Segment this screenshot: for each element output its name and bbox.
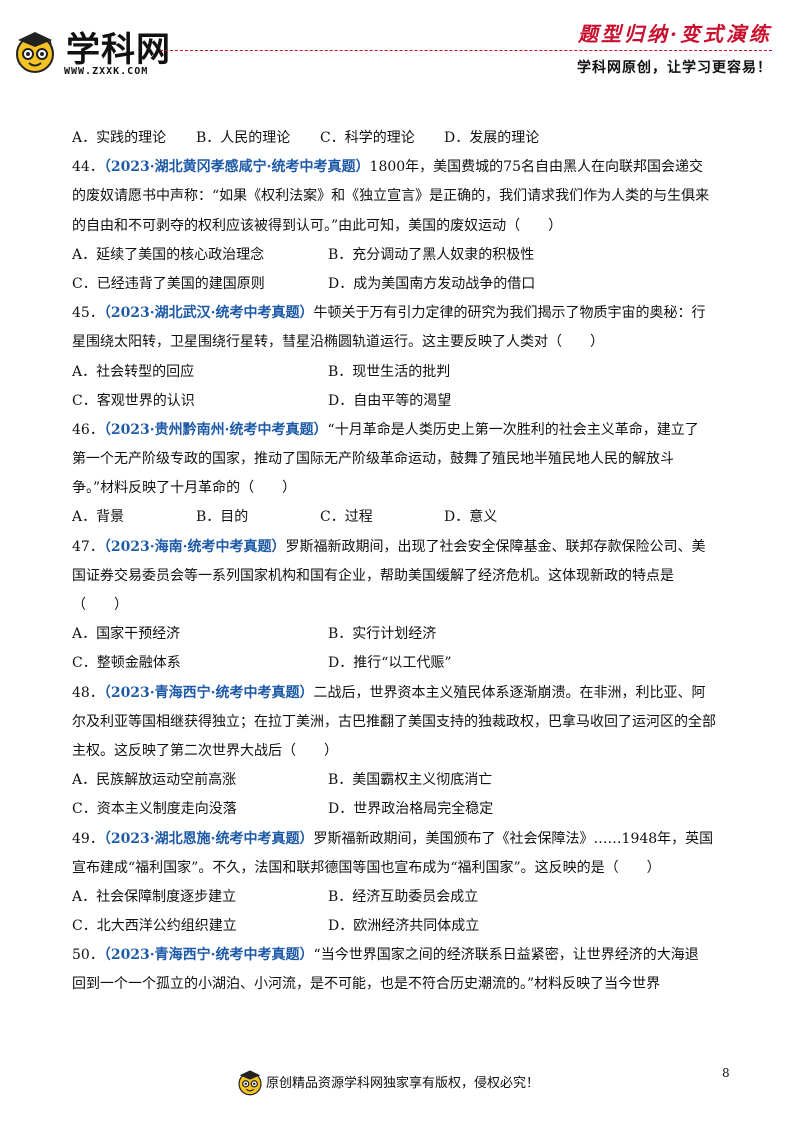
q47-number: 47．: [72, 538, 104, 555]
q48-option-c: C．资本主义制度走向没落: [72, 801, 237, 818]
q47-source: （2023·海南·统考中考真题）: [103, 538, 286, 555]
q45-option-a: A．社会转型的回应: [72, 363, 195, 380]
q45-line-2: 星围绕太阳转，卫星围绕行星转，彗星沿椭圆轨道运行。这主要反映了人类对（ ）: [72, 334, 604, 351]
q49-source: （2023·湖北恩施·统考中考真题）: [103, 830, 314, 847]
q49-option-d: D．欧洲经济共同体成立: [328, 918, 480, 935]
q47-options-row-2: C．整顿金融体系 D．推行“以工代赈”: [72, 649, 732, 678]
q45-option-c: C．客观世界的认识: [72, 392, 195, 409]
question-content: A．实践的理论 B．人民的理论 C．科学的理论 D．发展的理论 44．（2023…: [72, 124, 732, 1000]
q45-option-d: D．自由平等的渴望: [328, 392, 452, 409]
q49-number: 49．: [72, 830, 104, 847]
logo-text: 学科网: [66, 30, 171, 70]
q49-text-1: 罗斯福新政期间，美国颁布了《社会保障法》……1948年，英国: [313, 830, 714, 847]
page-footer: 原创精品资源学科网独家享有版权，侵权必究！: [236, 1068, 596, 1098]
q46-options: A．背景 B．目的 C．过程 D．意义: [72, 503, 732, 532]
q44-number: 44．: [72, 159, 104, 176]
q43-option-c: C．科学的理论: [320, 130, 415, 146]
q47-line-2: 国证券交易委员会等一系列国家机构和国有企业，帮助美国缓解了经济危机。这体现新政的…: [72, 567, 674, 584]
q45-line-1: 45．（2023·湖北武汉·统考中考真题）牛顿关于万有引力定律的研究为我们揭示了…: [72, 299, 732, 328]
q46-option-d: D．意义: [444, 509, 498, 526]
footer-copyright: 原创精品资源学科网独家享有版权，侵权必究！: [266, 1076, 540, 1091]
page-number: 8: [722, 1066, 730, 1080]
q46-line-1: 46．（2023·贵州黔南州·统考中考真题）“十月革命是人类历史上第一次胜利的社…: [72, 416, 732, 445]
q44-source: （2023·湖北黄冈孝感咸宁·统考中考真题）: [103, 159, 370, 176]
q43-option-d: D．发展的理论: [444, 130, 540, 146]
q47-option-d: D．推行“以工代赈”: [328, 655, 452, 672]
q44-option-c: C．已经违背了美国的建国原则: [72, 275, 265, 292]
q45-source: （2023·湖北武汉·统考中考真题）: [103, 305, 314, 322]
q46-text-1: “十月革命是人类历史上第一次胜利的社会主义革命，建立了: [327, 421, 699, 438]
q46-line-3: 争。”材料反映了十月革命的（ ）: [72, 480, 297, 497]
q45-options-row-2: C．客观世界的认识 D．自由平等的渴望: [72, 387, 732, 416]
logo-url: WWW.ZXXK.COM: [64, 66, 149, 77]
q47-option-b: B．实行计划经济: [328, 626, 437, 643]
q50-source: （2023·青海西宁·统考中考真题）: [103, 947, 314, 964]
q47-options-row-1: A．国家干预经济 B．实行计划经济: [72, 620, 732, 649]
q44-line-2: 的废奴请愿书中声称：“如果《权利法案》和《独立宣言》是正确的，我们请求我们作为人…: [72, 188, 710, 205]
q50-line-1: 50．（2023·青海西宁·统考中考真题）“当今世界国家之间的经济联系日益紧密，…: [72, 941, 732, 970]
q48-text-1: 二战后，世界资本主义殖民体系逐渐崩溃。在非洲，利比亚、阿: [313, 684, 706, 701]
q49-option-c: C．北大西洋公约组织建立: [72, 918, 237, 935]
q47-option-a: A．国家干预经济: [72, 626, 181, 643]
q48-line-1: 48．（2023·青海西宁·统考中考真题）二战后，世界资本主义殖民体系逐渐崩溃。…: [72, 679, 732, 708]
q48-source: （2023·青海西宁·统考中考真题）: [103, 684, 314, 701]
q48-options-row-1: A．民族解放运动空前高涨 B．美国霸权主义彻底消亡: [72, 766, 732, 795]
q47-text-1: 罗斯福新政期间，出现了社会安全保障基金、联邦存款保险公司、美: [285, 538, 706, 555]
mascot-face-icon: [16, 32, 54, 73]
q48-line-3: 主权。这反映了第二次世界大战后（ ）: [72, 742, 338, 759]
q45-options-row-1: A．社会转型的回应 B．现世生活的批判: [72, 358, 732, 387]
q48-option-b: B．美国霸权主义彻底消亡: [328, 772, 493, 789]
q46-option-a: A．背景: [72, 509, 125, 526]
q49-options-row-1: A．社会保障制度逐步建立 B．经济互助委员会成立: [72, 883, 732, 912]
q49-line-1: 49．（2023·湖北恩施·统考中考真题）罗斯福新政期间，美国颁布了《社会保障法…: [72, 825, 732, 854]
q50-number: 50．: [72, 947, 104, 964]
q45-option-b: B．现世生活的批判: [328, 363, 451, 380]
q44-text-1: 1800年，美国费城的75名自由黑人在向联邦国会递交: [369, 159, 703, 176]
q46-number: 46．: [72, 421, 104, 438]
q46-line-2: 第一个无产阶级专政的国家，推动了国际无产阶级革命运动，鼓舞了殖民地半殖民地人民的…: [72, 451, 674, 468]
q43-options: A．实践的理论 B．人民的理论 C．科学的理论 D．发展的理论: [72, 124, 732, 153]
q49-line-2: 宣布建成“福利国家”。不久，法国和联邦德国等国也宣布成为“福利国家”。这反映的是…: [72, 859, 661, 876]
q44-options-row-2: C．已经违背了美国的建国原则 D．成为美国南方发动战争的借口: [72, 270, 732, 299]
q49-options-row-2: C．北大西洋公约组织建立 D．欧洲经济共同体成立: [72, 912, 732, 941]
q44-option-a: A．延续了美国的核心政治理念: [72, 246, 265, 263]
q48-option-d: D．世界政治格局完全稳定: [328, 801, 494, 818]
q45-text-1: 牛顿关于万有引力定律的研究为我们揭示了物质宇宙的奥秘：行: [313, 305, 706, 322]
q50-text-1: “当今世界国家之间的经济联系日益紧密，让世界经济的大海退: [313, 947, 699, 964]
q49-option-a: A．社会保障制度逐步建立: [72, 888, 237, 905]
q43-option-b: B．人民的理论: [196, 130, 291, 146]
q46-option-c: C．过程: [320, 509, 373, 526]
q46-option-b: B．目的: [196, 509, 249, 526]
q44-options-row-1: A．延续了美国的核心政治理念 B．充分调动了黑人奴隶的积极性: [72, 241, 732, 270]
q46-source: （2023·贵州黔南州·统考中考真题）: [103, 421, 328, 438]
header-slogan-bottom: 学科网原创，让学习更容易！: [577, 60, 772, 76]
q44-option-d: D．成为美国南方发动战争的借口: [328, 275, 536, 292]
q44-line-1: 44．（2023·湖北黄冈孝感咸宁·统考中考真题）1800年，美国费城的75名自…: [72, 153, 732, 182]
q44-line-3: 的自由和不可剥夺的权利应该被得到认可。”由此可知，美国的废奴运动（ ）: [72, 217, 563, 234]
q47-line-3: （ ）: [72, 597, 128, 613]
header-divider: [160, 50, 772, 51]
q49-option-b: B．经济互助委员会成立: [328, 888, 479, 905]
q47-line-1: 47．（2023·海南·统考中考真题）罗斯福新政期间，出现了社会安全保障基金、联…: [72, 533, 732, 562]
q48-options-row-2: C．资本主义制度走向没落 D．世界政治格局完全稳定: [72, 795, 732, 824]
q48-number: 48．: [72, 684, 104, 701]
q45-number: 45．: [72, 305, 104, 322]
zxxk-logo: 学科网 WWW.ZXXK.COM: [12, 22, 212, 82]
q48-line-2: 尔及利亚等国相继获得独立；在拉丁美洲，古巴推翻了美国支持的独裁政权，巴拿马收回了…: [72, 713, 716, 730]
q48-option-a: A．民族解放运动空前高涨: [72, 772, 237, 789]
page-header: 学科网 WWW.ZXXK.COM 题型归纳·变式演练 学科网原创，让学习更容易！: [0, 0, 800, 90]
mascot-face-icon: [238, 1070, 262, 1096]
q50-line-2: 回到一个一个孤立的小湖泊、小河流，是不可能，也是不符合历史潮流的。”材料反映了当…: [72, 976, 661, 993]
header-slogan-top: 题型归纳·变式演练: [578, 22, 772, 46]
q47-option-c: C．整顿金融体系: [72, 655, 181, 672]
q44-option-b: B．充分调动了黑人奴隶的积极性: [328, 246, 535, 263]
q43-option-a: A．实践的理论: [72, 130, 167, 146]
